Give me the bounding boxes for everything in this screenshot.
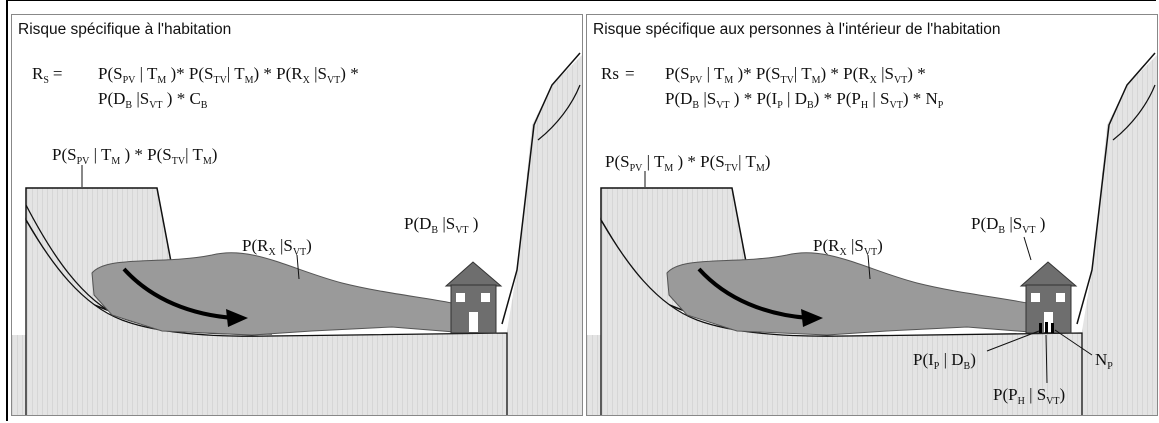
formula-line-1: P(SPV | TM )* P(STV| TM) * P(RX |SVT) * xyxy=(665,64,926,86)
panel-right: Risque spécifique aux personnes à l'inté… xyxy=(586,14,1158,416)
label-source: P(SPV | TM ) * P(STV| TM) xyxy=(605,152,770,174)
movement-arrow xyxy=(697,267,810,320)
cliff-outline xyxy=(1076,52,1156,325)
label-people: NP xyxy=(1095,350,1113,372)
leader-house xyxy=(1023,236,1032,261)
rs-symbol: Rs= xyxy=(601,64,635,83)
formula-line-1: P(SPV | TM )* P(STV| TM) * P(RX |SVT) * xyxy=(98,64,359,86)
arrow-head xyxy=(801,309,823,327)
cliff-scarp xyxy=(1112,84,1156,141)
panel-left: Risque spécifique à l'habitation RS= P(S… xyxy=(11,14,583,416)
label-runout: P(RX |SVT) xyxy=(813,236,883,258)
house-icon xyxy=(444,261,503,334)
movement-arrow xyxy=(122,267,235,320)
leader-runout xyxy=(867,254,871,280)
cliff-outline xyxy=(501,52,581,325)
panel-title: Risque spécifique à l'habitation xyxy=(18,21,232,38)
label-house: P(DB |SVT ) xyxy=(971,214,1045,236)
figure-frame xyxy=(6,0,1156,421)
house-icon xyxy=(1019,261,1078,334)
arrow-head xyxy=(226,309,248,327)
label-source: P(SPV | TM ) * P(STV| TM) xyxy=(52,145,217,167)
label-house: P(DB |SVT ) xyxy=(404,214,478,236)
leader-injury xyxy=(986,330,1040,352)
leader-people xyxy=(1054,329,1093,356)
valley-ground xyxy=(25,217,508,415)
label-injury: P(IP | DB) xyxy=(913,350,976,372)
cliff-scarp xyxy=(537,84,581,141)
panel-title: Risque spécifique aux personnes à l'inté… xyxy=(593,21,1001,38)
landslide-diagram: RS= P(SPV | TM )* P(STV| TM) * P(RX |SVT… xyxy=(12,52,582,415)
label-presence: P(PH | SVT) xyxy=(993,385,1065,407)
formula-line-2: P(DB |SVT ) * P(IP | DB) * P(PH | SVT) *… xyxy=(665,89,944,111)
label-runout: P(RX |SVT) xyxy=(242,236,312,258)
landslide-diagram: Rs= P(SPV | TM )* P(STV| TM) * P(RX |SVT… xyxy=(587,52,1157,415)
leader-runout xyxy=(296,254,300,280)
formula-line-2: P(DB |SVT ) * CB xyxy=(98,89,208,111)
leader-presence xyxy=(1045,334,1048,384)
people-icon xyxy=(1039,322,1054,333)
rs-symbol: RS= xyxy=(32,64,63,86)
valley-ground xyxy=(600,217,1083,415)
